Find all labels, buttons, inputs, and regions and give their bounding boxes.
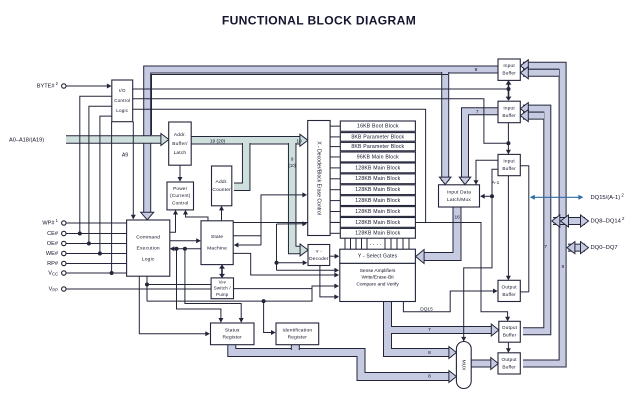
svg-text:Buffer: Buffer bbox=[503, 333, 517, 338]
svg-text:Buffer: Buffer bbox=[502, 113, 516, 118]
svg-text:Addr.: Addr. bbox=[174, 132, 186, 138]
svg-text:Buffer/: Buffer/ bbox=[172, 141, 188, 147]
svg-text:A0–A18/(A19): A0–A18/(A19) bbox=[9, 137, 44, 143]
svg-text:Logic: Logic bbox=[142, 256, 155, 262]
svg-text:DQ15/(A-1) 2: DQ15/(A-1) 2 bbox=[591, 192, 625, 200]
svg-text:Machine: Machine bbox=[207, 246, 227, 252]
svg-text:128KB Main Block: 128KB Main Block bbox=[355, 187, 400, 193]
svg-text:8: 8 bbox=[428, 350, 431, 356]
svg-text:VPP: VPP bbox=[219, 279, 227, 285]
svg-text:128KB Main Block: 128KB Main Block bbox=[355, 209, 400, 215]
svg-text:Input: Input bbox=[503, 159, 515, 164]
svg-text:Execution: Execution bbox=[137, 245, 160, 251]
svg-text:128KB Main Block: 128KB Main Block bbox=[355, 176, 400, 182]
svg-text:X - Decoder/Block Erase Contro: X - Decoder/Block Erase Control bbox=[316, 141, 322, 215]
svg-text:8KB Parameter Block: 8KB Parameter Block bbox=[351, 134, 404, 140]
svg-text:Output: Output bbox=[502, 357, 518, 362]
svg-text:Sense Amplifiers: Sense Amplifiers bbox=[360, 268, 396, 274]
svg-text:Status: Status bbox=[225, 328, 240, 334]
svg-text:CE#: CE# bbox=[47, 231, 59, 237]
svg-text:(Current): (Current) bbox=[170, 193, 191, 198]
svg-text:Input: Input bbox=[503, 63, 515, 68]
svg-text:Latch: Latch bbox=[174, 150, 187, 156]
svg-text:A9: A9 bbox=[122, 152, 128, 158]
svg-text:16KB Boot Block: 16KB Boot Block bbox=[357, 124, 399, 130]
svg-text:128KB Main Block: 128KB Main Block bbox=[355, 198, 400, 204]
svg-text:7: 7 bbox=[428, 327, 431, 333]
svg-text:Buffer: Buffer bbox=[502, 292, 516, 297]
svg-text:DQ0–DQ7: DQ0–DQ7 bbox=[591, 245, 618, 251]
svg-text:8: 8 bbox=[561, 264, 564, 270]
svg-text:8: 8 bbox=[428, 374, 431, 380]
svg-text:Buffer: Buffer bbox=[502, 166, 516, 171]
svg-text:DQ8–DQ14 2: DQ8–DQ14 2 bbox=[591, 216, 626, 224]
svg-text:Write/Erase-Bit: Write/Erase-Bit bbox=[362, 275, 395, 281]
svg-text:DQ15: DQ15 bbox=[420, 307, 433, 313]
svg-text:Input Data: Input Data bbox=[447, 189, 471, 195]
svg-text:Switch /: Switch / bbox=[214, 285, 232, 290]
svg-text:Decoder: Decoder bbox=[309, 256, 329, 262]
svg-text:128KB Main Block: 128KB Main Block bbox=[355, 220, 400, 226]
svg-text:Counter: Counter bbox=[212, 187, 231, 193]
svg-text:OE#: OE# bbox=[47, 241, 59, 247]
svg-text:VCC: VCC bbox=[48, 270, 58, 276]
svg-text:Register: Register bbox=[288, 335, 308, 341]
svg-text:FUNCTIONAL BLOCK DIAGRAM: FUNCTIONAL BLOCK DIAGRAM bbox=[222, 14, 416, 28]
svg-text:Y - Select Gates: Y - Select Gates bbox=[358, 254, 398, 260]
svg-text:WE#: WE# bbox=[46, 251, 59, 257]
svg-text:Control: Control bbox=[172, 200, 189, 205]
svg-text:Pump: Pump bbox=[216, 292, 229, 297]
svg-text:A-1: A-1 bbox=[492, 180, 500, 186]
svg-text:BYTE# 2: BYTE# 2 bbox=[37, 81, 59, 89]
svg-text:I/O: I/O bbox=[119, 88, 126, 93]
svg-text:RP#: RP# bbox=[47, 261, 59, 267]
svg-text:Logic: Logic bbox=[116, 108, 128, 113]
svg-text:128KB Main Block: 128KB Main Block bbox=[355, 231, 400, 237]
svg-text:Compare and Verify: Compare and Verify bbox=[356, 281, 399, 287]
svg-text:10: 10 bbox=[296, 138, 302, 144]
svg-text:8KB Parameter Block: 8KB Parameter Block bbox=[351, 144, 404, 150]
svg-text:128KB Main Block: 128KB Main Block bbox=[355, 165, 400, 171]
svg-text:Output: Output bbox=[502, 284, 518, 289]
svg-text:Command: Command bbox=[136, 234, 160, 240]
svg-text:. . . .: . . . . bbox=[370, 241, 382, 247]
svg-text:7: 7 bbox=[544, 244, 547, 250]
svg-text:Y -: Y - bbox=[316, 249, 323, 255]
svg-text:19 (20): 19 (20) bbox=[210, 138, 226, 144]
svg-text:VPP: VPP bbox=[49, 286, 59, 292]
svg-text:Register: Register bbox=[223, 335, 243, 341]
svg-text:Control: Control bbox=[114, 98, 130, 103]
svg-text:Buffer: Buffer bbox=[502, 364, 516, 369]
svg-text:Identification: Identification bbox=[282, 328, 312, 334]
svg-text:8: 8 bbox=[475, 67, 478, 73]
svg-text:Addr.: Addr. bbox=[216, 179, 228, 185]
svg-text:16: 16 bbox=[455, 215, 461, 221]
svg-text:(10): (10) bbox=[288, 163, 296, 168]
svg-text:Power: Power bbox=[173, 186, 188, 191]
svg-text:Latch/Mux: Latch/Mux bbox=[447, 197, 471, 203]
svg-text:WP# 1: WP# 1 bbox=[42, 218, 58, 226]
svg-text:MUX: MUX bbox=[461, 360, 467, 371]
svg-text:9: 9 bbox=[291, 157, 294, 162]
svg-text:State: State bbox=[211, 234, 223, 240]
svg-text:Input: Input bbox=[503, 105, 515, 110]
svg-text:96KB Main Block: 96KB Main Block bbox=[357, 154, 399, 160]
svg-text:Buffer: Buffer bbox=[502, 71, 516, 76]
svg-text:7: 7 bbox=[476, 109, 479, 115]
svg-text:Output: Output bbox=[502, 325, 518, 330]
